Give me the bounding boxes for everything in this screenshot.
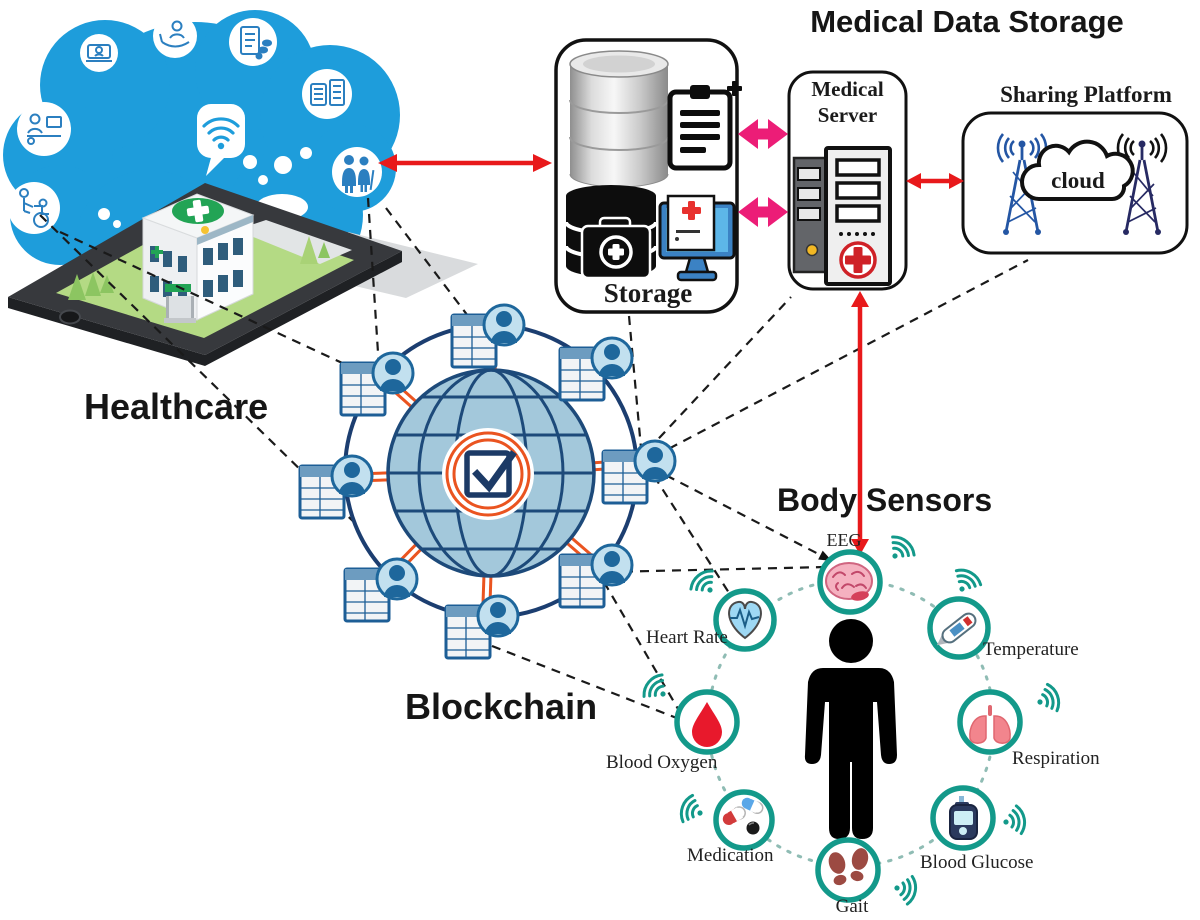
title-sharing-platform: Sharing Platform <box>1000 82 1172 107</box>
label-cloud: cloud <box>1051 168 1105 193</box>
blockchain-node <box>298 454 374 520</box>
person-silhouette <box>804 619 897 839</box>
title-healthcare: Healthcare <box>84 386 269 427</box>
lungs-icon <box>969 705 1011 744</box>
arrow-server-platform <box>906 173 964 189</box>
medical-record-clipboard-icon <box>667 81 742 171</box>
hospital-entrance <box>168 296 192 318</box>
link-node-platform <box>654 259 1029 457</box>
sensor-temperature <box>927 596 991 660</box>
link-bottomnode-blood-oxygen <box>491 644 693 726</box>
sensor-blood-glucose <box>930 785 996 851</box>
healthcare-illustration <box>3 10 478 366</box>
wifi-icon <box>1031 681 1064 718</box>
link-couple-topleft-node <box>366 197 381 369</box>
wifi-icon <box>947 564 985 600</box>
link-node-heart-rate <box>653 475 741 611</box>
blockchain-network <box>298 303 677 660</box>
arrow-healthcare-storage <box>378 154 552 172</box>
link-node-eeg <box>651 467 831 561</box>
label-heart-rate: Heart Rate <box>646 627 728 648</box>
body-sensors-group <box>638 531 1064 907</box>
link-brnode-eeg <box>607 565 827 574</box>
label-storage: Storage <box>603 278 693 308</box>
medical-storage-icon <box>564 185 658 280</box>
label-respiration: Respiration <box>1012 748 1100 769</box>
label-medication: Medication <box>687 845 774 866</box>
storage-box <box>554 38 742 314</box>
database-icon <box>569 50 669 188</box>
sensor-respiration <box>957 689 1023 755</box>
label-blood-glucose: Blood Glucose <box>920 852 1034 873</box>
blockchain-node <box>343 557 419 623</box>
tablet-home-button <box>59 309 81 325</box>
link-brnode-blood-oxygen <box>603 581 689 727</box>
label-blood-oxygen: Blood Oxygen <box>606 752 718 773</box>
heart-icon <box>728 600 762 640</box>
blockchain-node <box>558 336 634 402</box>
title-body-sensors: Body Sensors <box>777 482 993 518</box>
title-medical-data-storage: Medical Data Storage <box>810 4 1124 39</box>
cloud-icon <box>1020 139 1135 202</box>
thermometer-icon <box>936 612 977 646</box>
arrow-pink-storage-server-2 <box>738 197 788 227</box>
hospital-building <box>141 193 255 323</box>
wifi-icon <box>638 669 676 708</box>
telemedicine-icon <box>86 44 112 62</box>
label-temperature: Temperature <box>983 639 1079 660</box>
sensor-eeg <box>817 549 883 615</box>
wifi-icon <box>999 803 1029 838</box>
trees <box>68 236 330 300</box>
label-gait: Gait <box>835 896 869 917</box>
sensor-heart-rate <box>713 588 777 652</box>
blockchain-node <box>450 303 526 369</box>
title-blockchain: Blockchain <box>405 686 598 727</box>
server-icon <box>792 146 892 286</box>
arrow-server-bodysensors <box>851 291 869 555</box>
medical-server-box <box>787 70 908 291</box>
blood-drop-icon <box>692 702 722 747</box>
sensor-blood-oxygen <box>674 689 740 755</box>
patient-care-icon <box>159 20 190 48</box>
arrows <box>378 119 964 555</box>
link-couple-top-node <box>385 207 469 317</box>
wifi-speech-bubble <box>197 104 245 176</box>
prescription-icon <box>240 26 272 60</box>
remote-monitoring-icon <box>27 113 62 145</box>
link-storage-right-node <box>627 315 643 449</box>
wifi-icon <box>881 531 920 569</box>
wifi-icon <box>890 872 920 907</box>
elderly-wheelchair-icon <box>19 188 49 228</box>
wifi-icon <box>685 565 724 603</box>
pills-icon <box>722 797 764 835</box>
checkbox-icon <box>464 450 517 498</box>
glucometer-icon <box>949 796 978 840</box>
link-healthcare-topleft-node <box>59 231 367 375</box>
hospital-light <box>201 226 209 234</box>
radio-tower-right-icon <box>1116 133 1168 235</box>
blockchain-node <box>444 594 520 660</box>
footprints-icon <box>828 848 869 886</box>
link-node-server <box>647 296 792 451</box>
wifi-icon <box>676 792 709 829</box>
label-eeg: EEG <box>826 530 862 550</box>
arrow-pink-storage-server-1 <box>738 119 788 149</box>
brain-icon <box>825 562 873 601</box>
elderly-couple-icon <box>342 155 375 193</box>
sharing-platform-box <box>961 111 1189 255</box>
billing-calculator-icon <box>310 79 345 106</box>
blockchain-node <box>339 351 415 417</box>
radio-tower-left-icon <box>996 133 1048 235</box>
wifi-icon <box>202 117 240 142</box>
medical-monitor-icon <box>658 194 736 282</box>
sensor-medication <box>713 789 775 851</box>
label-medical-server: Medical Server <box>811 77 884 128</box>
hospital-cross-sign <box>151 246 191 292</box>
healthcare-service-icons <box>8 14 382 234</box>
blockchain-node <box>558 543 634 609</box>
sensor-gait <box>815 837 881 903</box>
